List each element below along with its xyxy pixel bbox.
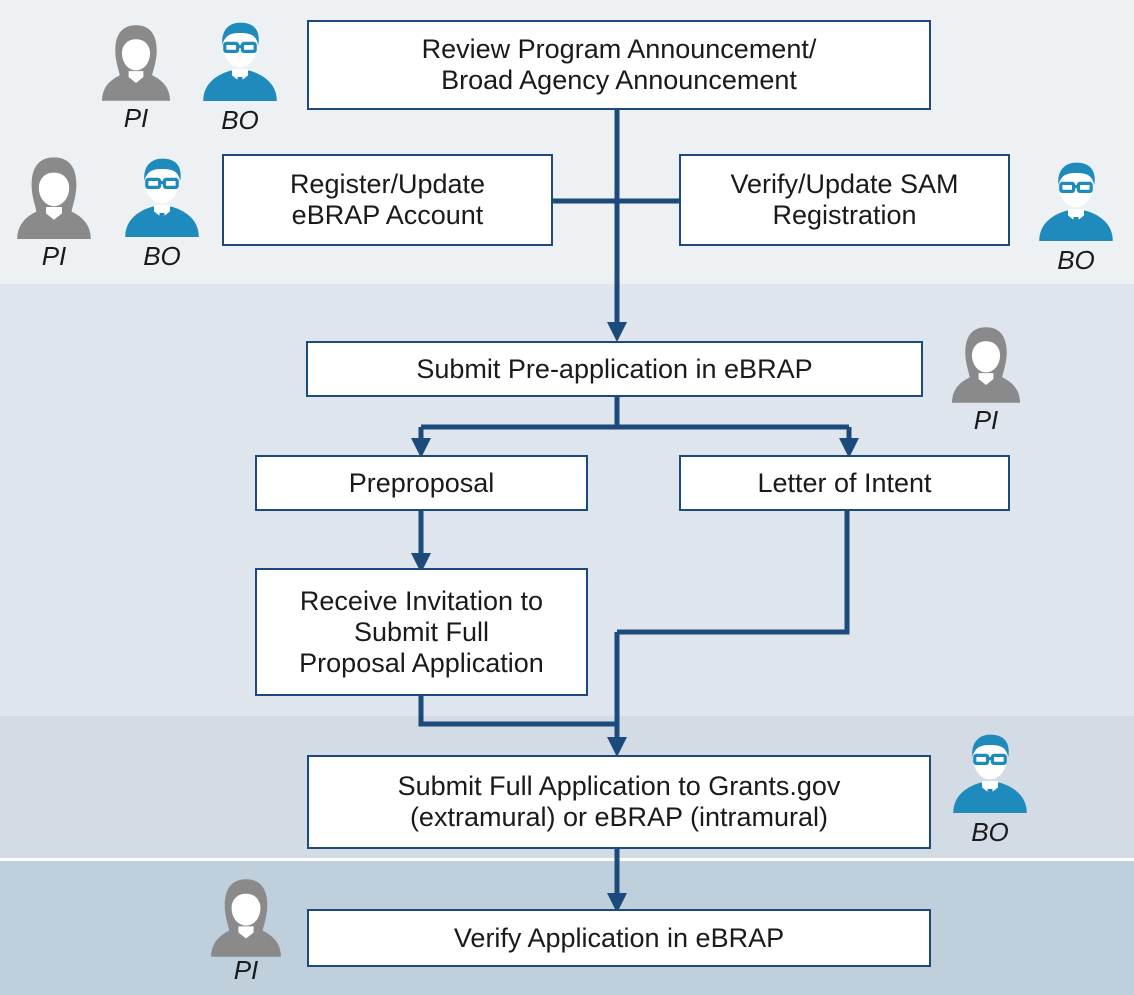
band-divider bbox=[0, 858, 1134, 861]
connector-preapp-split bbox=[421, 396, 849, 430]
role-bo-review: BO bbox=[194, 10, 286, 134]
role-pi-preapp: PI bbox=[940, 320, 1032, 434]
pi-person-icon bbox=[17, 157, 91, 239]
role-label: PI bbox=[41, 241, 67, 271]
bo-person-icon bbox=[203, 22, 277, 101]
role-pi-register: PI bbox=[8, 150, 100, 270]
step-submit-preapplication: Submit Pre-application in eBRAP bbox=[306, 341, 923, 397]
step-verify-sam: Verify/Update SAM Registration bbox=[679, 154, 1010, 246]
step-preproposal: Preproposal bbox=[255, 455, 588, 511]
step-letter-of-intent-text: Letter of Intent bbox=[757, 467, 932, 498]
role-bo-full-application: BO bbox=[944, 722, 1036, 846]
role-bo-sam: BO bbox=[1030, 150, 1122, 274]
role-label: BO bbox=[221, 105, 259, 135]
step-verify-application-text: Verify Application in eBRAP bbox=[453, 922, 785, 953]
step-review-announcement: Review Program Announcement/ Broad Agenc… bbox=[307, 20, 931, 110]
step-receive-invitation: Receive Invitation to Submit Full Propos… bbox=[255, 568, 588, 696]
bo-person-icon bbox=[125, 158, 199, 237]
pi-person-icon bbox=[211, 879, 281, 957]
step-preproposal-text: Preproposal bbox=[348, 467, 495, 498]
pi-person-icon bbox=[101, 25, 171, 101]
step-register-ebrap-text: Register/Update eBRAP Account bbox=[289, 169, 486, 230]
role-bo-register: BO bbox=[116, 146, 208, 270]
bo-person-icon bbox=[1039, 162, 1113, 241]
pi-person-icon bbox=[951, 327, 1021, 403]
role-label: PI bbox=[973, 405, 999, 435]
step-letter-of-intent: Letter of Intent bbox=[679, 455, 1010, 511]
step-register-ebrap: Register/Update eBRAP Account bbox=[222, 154, 553, 246]
step-review-announcement-text: Review Program Announcement/ Broad Agenc… bbox=[421, 34, 817, 95]
role-label: PI bbox=[233, 955, 259, 985]
role-label: PI bbox=[123, 103, 149, 133]
bo-person-icon bbox=[953, 734, 1027, 813]
step-submit-full-application: Submit Full Application to Grants.gov (e… bbox=[307, 755, 931, 849]
role-pi-review: PI bbox=[90, 18, 182, 132]
connector-loi-to-merge bbox=[617, 509, 850, 635]
step-verify-application: Verify Application in eBRAP bbox=[307, 909, 931, 967]
connector-invitation-to-merge bbox=[418, 694, 617, 727]
step-submit-preapplication-text: Submit Pre-application in eBRAP bbox=[416, 353, 813, 384]
role-pi-verify: PI bbox=[200, 872, 292, 984]
role-label: BO bbox=[971, 817, 1009, 847]
role-label: BO bbox=[1057, 245, 1095, 275]
role-label: BO bbox=[143, 241, 181, 271]
step-receive-invitation-text: Receive Invitation to Submit Full Propos… bbox=[299, 585, 544, 678]
step-verify-sam-text: Verify/Update SAM Registration bbox=[730, 169, 959, 230]
step-submit-full-application-text: Submit Full Application to Grants.gov (e… bbox=[397, 771, 841, 832]
